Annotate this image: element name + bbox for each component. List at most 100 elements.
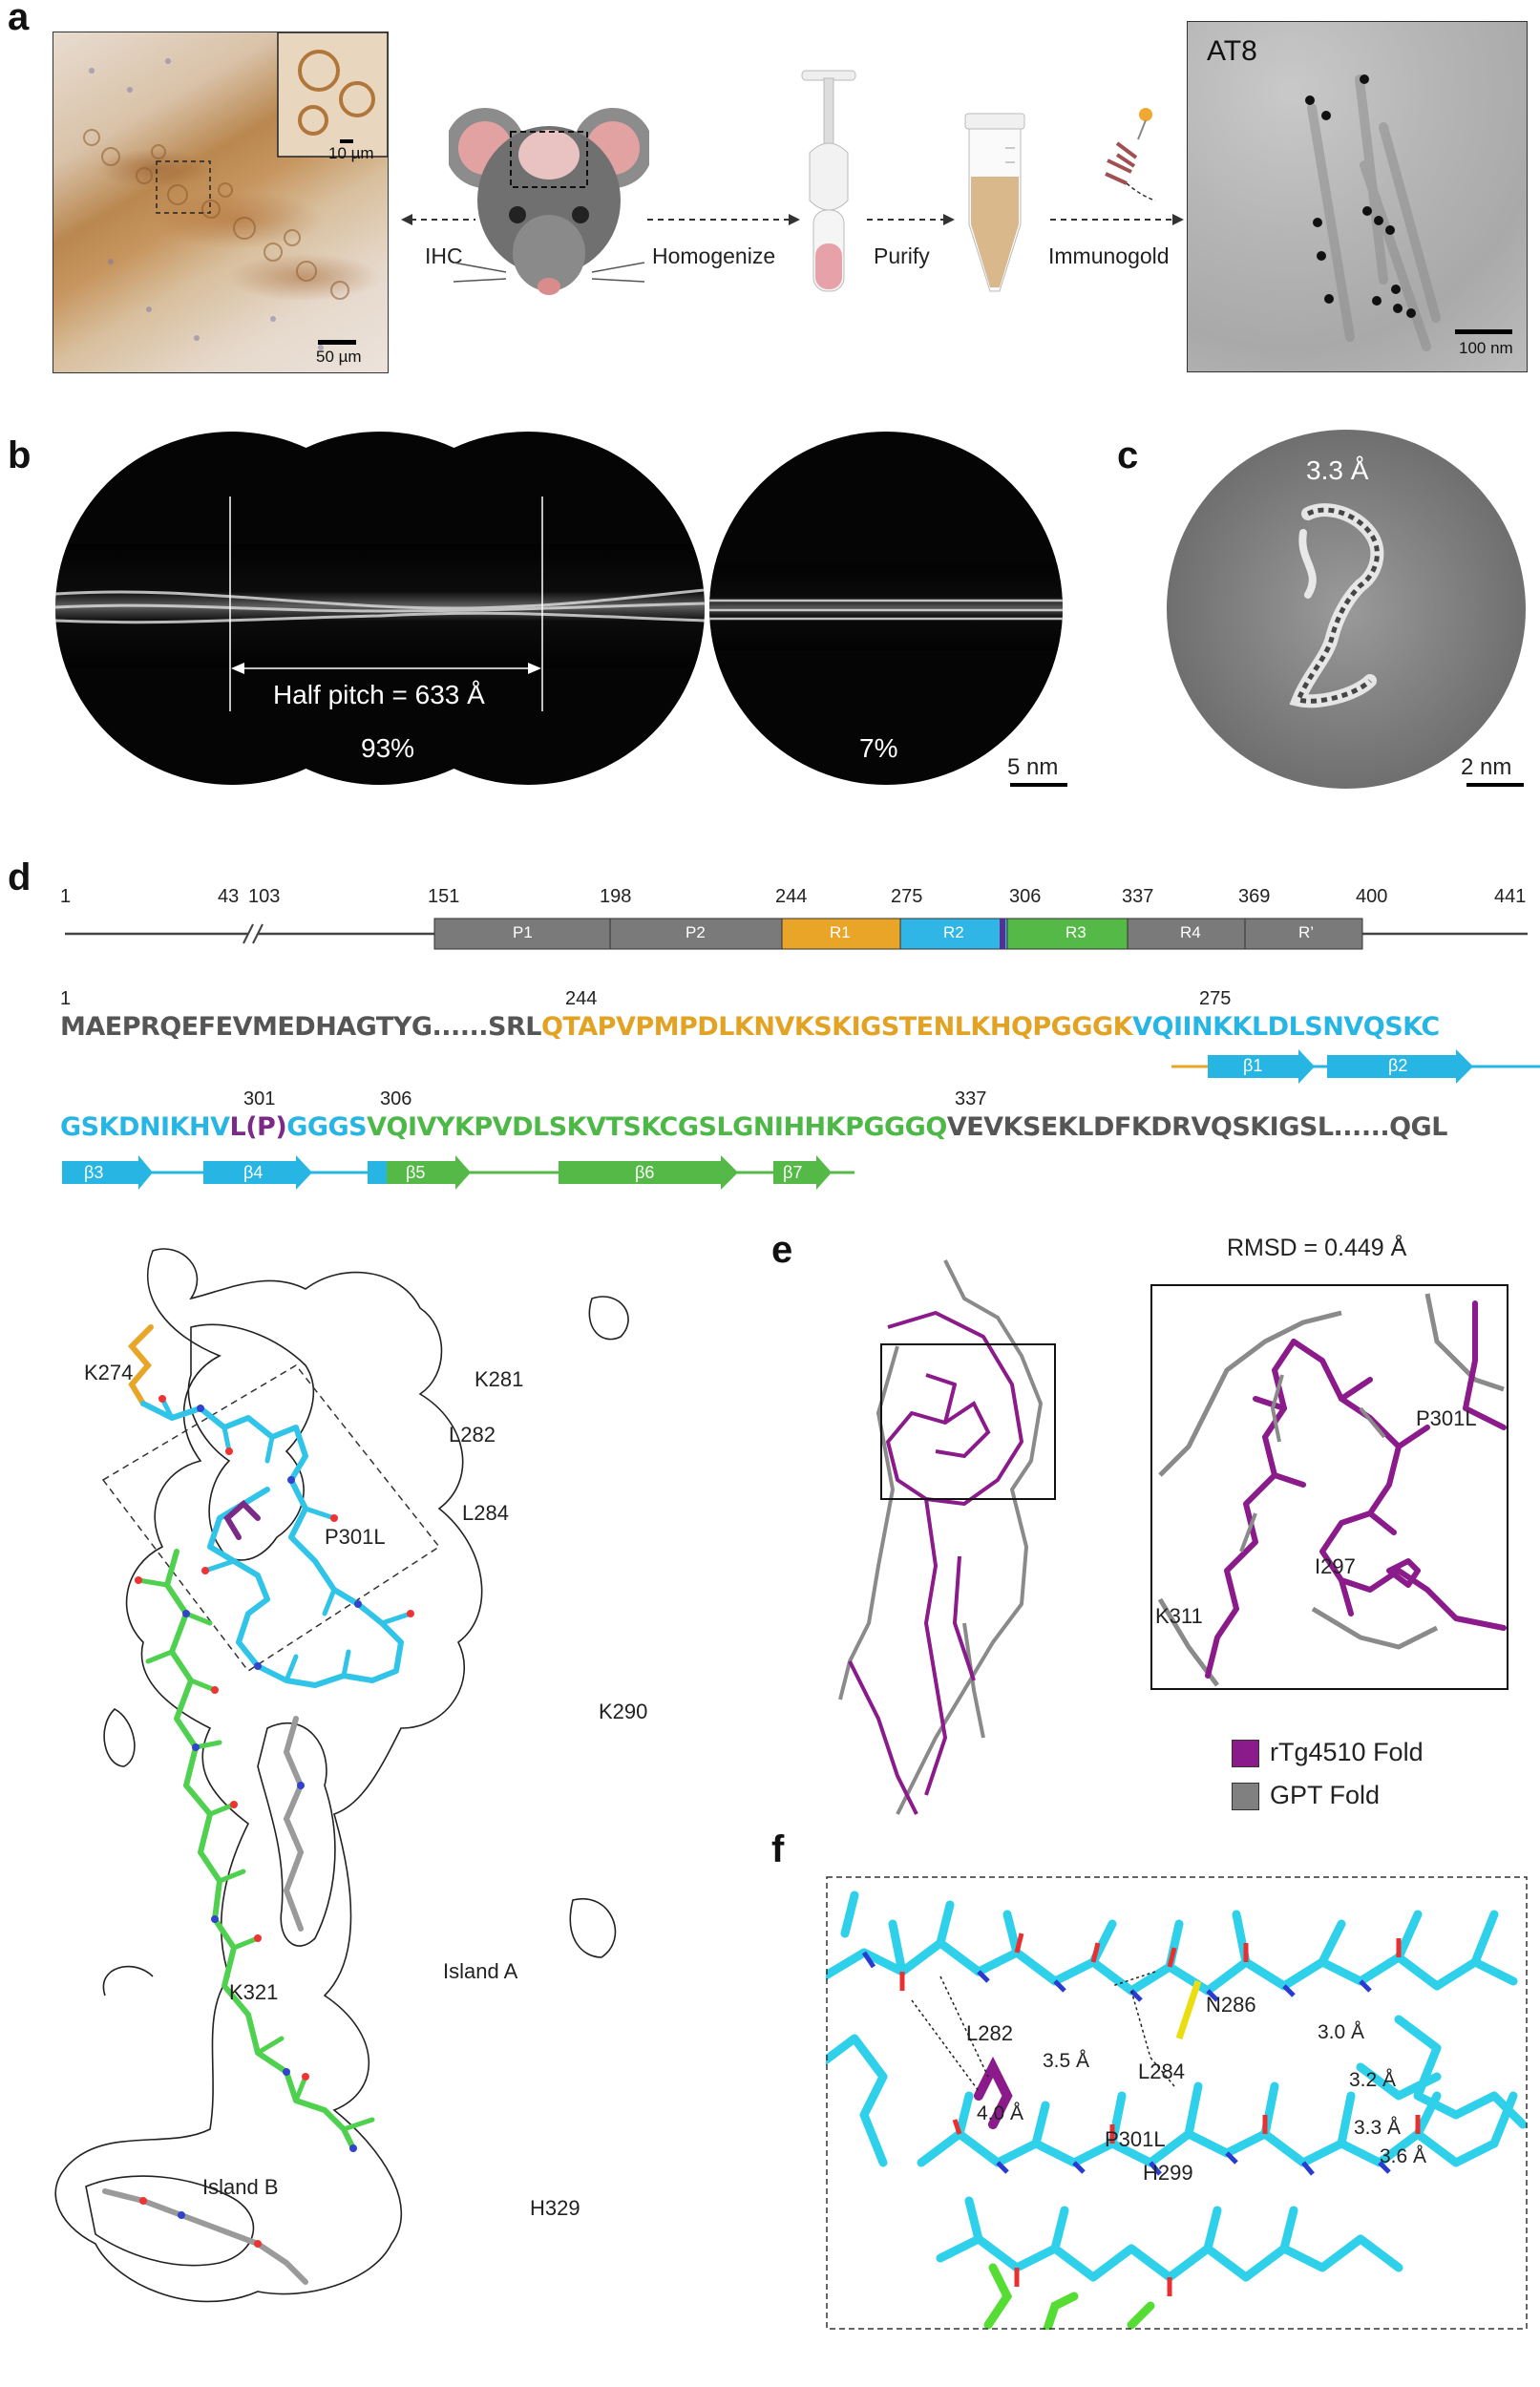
step-immunogold: Immunogold — [1048, 243, 1170, 268]
scale-label-c: 2 nm — [1461, 754, 1512, 780]
zoom-label-k311: K311 — [1155, 1604, 1203, 1628]
half-pitch-label: Half pitch = 633 Å — [273, 680, 485, 709]
sequence-line-2: GSKDNIKHVL(P)GGGSVQIVYKPVDLSKVTSKCGSLGNI… — [60, 1112, 1447, 1142]
f-dist-35: 3.5 Å — [1043, 2050, 1090, 2072]
strand-b1: β1 — [1243, 1056, 1263, 1075]
f-label-l284: L284 — [1138, 2060, 1185, 2083]
class-average-long — [55, 432, 705, 785]
seq-r1: QTAPVPMPDLKNVKSKIGSTENLKHQPGGGK — [540, 1012, 1133, 1042]
f-dist-40: 4.0 Å — [977, 2102, 1024, 2124]
tau-domain-map — [65, 918, 1528, 950]
label-k274: K274 — [84, 1361, 134, 1384]
resolution-label: 3.3 Å — [1306, 455, 1369, 485]
rmsd-label: RMSD = 0.449 Å — [1227, 1235, 1407, 1261]
percent-straight: 7% — [859, 733, 898, 763]
seq-nterm: MAEPRQEFEVMEDHAGTYG......SRL — [60, 1012, 541, 1042]
panel-label-f: f — [771, 1828, 785, 1870]
legend-label-gpt: GPT Fold — [1270, 1781, 1381, 1809]
res-244: 244 — [775, 886, 808, 907]
res-43: 43 — [218, 886, 240, 907]
step-ihc: IHC — [425, 243, 463, 268]
scale-label-b: 5 nm — [1007, 754, 1059, 780]
antibody-icon — [1105, 108, 1156, 201]
domain-p1: P1 — [513, 923, 533, 941]
seq-num-337: 337 — [955, 1088, 987, 1109]
label-island-b: Island B — [202, 2175, 279, 2199]
domain-p2: P2 — [686, 923, 706, 941]
res-306: 306 — [1009, 886, 1042, 907]
seq-r2-a: VQIINKKLDLSNVQSKC — [1132, 1012, 1440, 1042]
seq-num-301: 301 — [243, 1088, 276, 1109]
domain-r3: R3 — [1065, 923, 1086, 941]
seq-cterm: VEVKSEKLDFKDRVQSKIGSL......QGL — [946, 1112, 1448, 1142]
mouse-illustration — [449, 108, 649, 295]
seq-num-1: 1 — [60, 988, 72, 1009]
em-antibody-label: AT8 — [1207, 35, 1257, 67]
label-h329: H329 — [530, 2196, 580, 2220]
strand-b2: β2 — [1388, 1056, 1408, 1075]
res-369: 369 — [1238, 886, 1271, 907]
f-label-l282: L282 — [966, 2021, 1013, 2045]
strand-arrows-2 — [62, 1155, 854, 1190]
strand-b3: β3 — [84, 1163, 104, 1182]
atomic-model-density — [54, 1248, 629, 2303]
em-scale-label: 100 nm — [1459, 339, 1513, 357]
legend-swatch-gpt — [1232, 1783, 1259, 1810]
zoom-label-i297: I297 — [1315, 1554, 1356, 1578]
f-dist-33: 3.3 Å — [1354, 2117, 1402, 2139]
strand-b6: β6 — [635, 1163, 655, 1182]
class-average-straight — [709, 432, 1063, 785]
label-k321: K321 — [229, 1980, 279, 2004]
domain-r1: R1 — [830, 923, 851, 941]
ihc-inset-scale-label: 10 µm — [328, 144, 374, 162]
workflow-arrows — [401, 214, 1184, 225]
f-dist-32: 3.2 Å — [1349, 2069, 1397, 2091]
domain-r2: R2 — [943, 923, 964, 941]
res-441: 441 — [1494, 886, 1527, 907]
percent-twisted: 93% — [361, 733, 415, 763]
label-k281: K281 — [475, 1367, 524, 1391]
label-l284: L284 — [462, 1501, 509, 1525]
label-l282: L282 — [449, 1423, 496, 1447]
zoom-label-p301l: P301L — [1416, 1406, 1477, 1430]
legend-label-rtg4510: rTg4510 Fold — [1270, 1738, 1424, 1766]
panel-label-e: e — [771, 1229, 793, 1271]
f-label-n286: N286 — [1206, 1993, 1256, 2017]
strand-arrows-1 — [1171, 1049, 1540, 1084]
ihc-micrograph: 10 µm 50 µm — [53, 32, 389, 373]
scale-bar-b — [1010, 783, 1067, 787]
label-island-a: Island A — [443, 1959, 518, 1983]
panel-label-b: b — [8, 434, 32, 476]
res-400: 400 — [1356, 886, 1388, 907]
domain-r4: R4 — [1180, 923, 1201, 941]
res-337: 337 — [1122, 886, 1154, 907]
interaction-detail — [826, 1876, 1528, 2330]
seq-num-306: 306 — [380, 1088, 412, 1109]
step-purify: Purify — [874, 243, 930, 268]
homogenizer-icon — [801, 70, 856, 292]
panel-label-a: a — [8, 0, 30, 38]
f-label-h299: H299 — [1143, 2161, 1193, 2185]
ihc-scale-label: 50 µm — [316, 348, 362, 366]
f-label-p301l: P301L — [1105, 2127, 1166, 2151]
domain-rprime: R’ — [1298, 923, 1315, 941]
scale-bar-c — [1466, 783, 1524, 787]
seq-r2-c: GGGS — [286, 1112, 368, 1142]
sequence-line-1: MAEPRQEFEVMEDHAGTYG......SRLQTAPVPMPDLKN… — [60, 1012, 1440, 1042]
panel-label-c: c — [1117, 434, 1139, 476]
f-dist-30: 3.0 Å — [1318, 2021, 1365, 2043]
res-151: 151 — [428, 886, 460, 907]
label-p301l: P301L — [325, 1525, 386, 1549]
f-dist-36: 3.6 Å — [1380, 2145, 1427, 2167]
fold-overlay-full — [838, 1259, 1056, 1815]
seq-num-275: 275 — [1199, 988, 1232, 1009]
fold-overlay-zoom — [1150, 1284, 1508, 1690]
res-198: 198 — [600, 886, 632, 907]
seq-r3: VQIVYKPVDLSKVTSKCGSLGNIHHKPGGGQ — [367, 1112, 947, 1142]
strand-b4: β4 — [243, 1163, 264, 1182]
res-1: 1 — [60, 886, 72, 907]
strand-b7: β7 — [783, 1163, 803, 1182]
panel-label-d: d — [8, 856, 32, 898]
step-homogenize: Homogenize — [652, 243, 776, 268]
label-k290: K290 — [599, 1700, 648, 1723]
